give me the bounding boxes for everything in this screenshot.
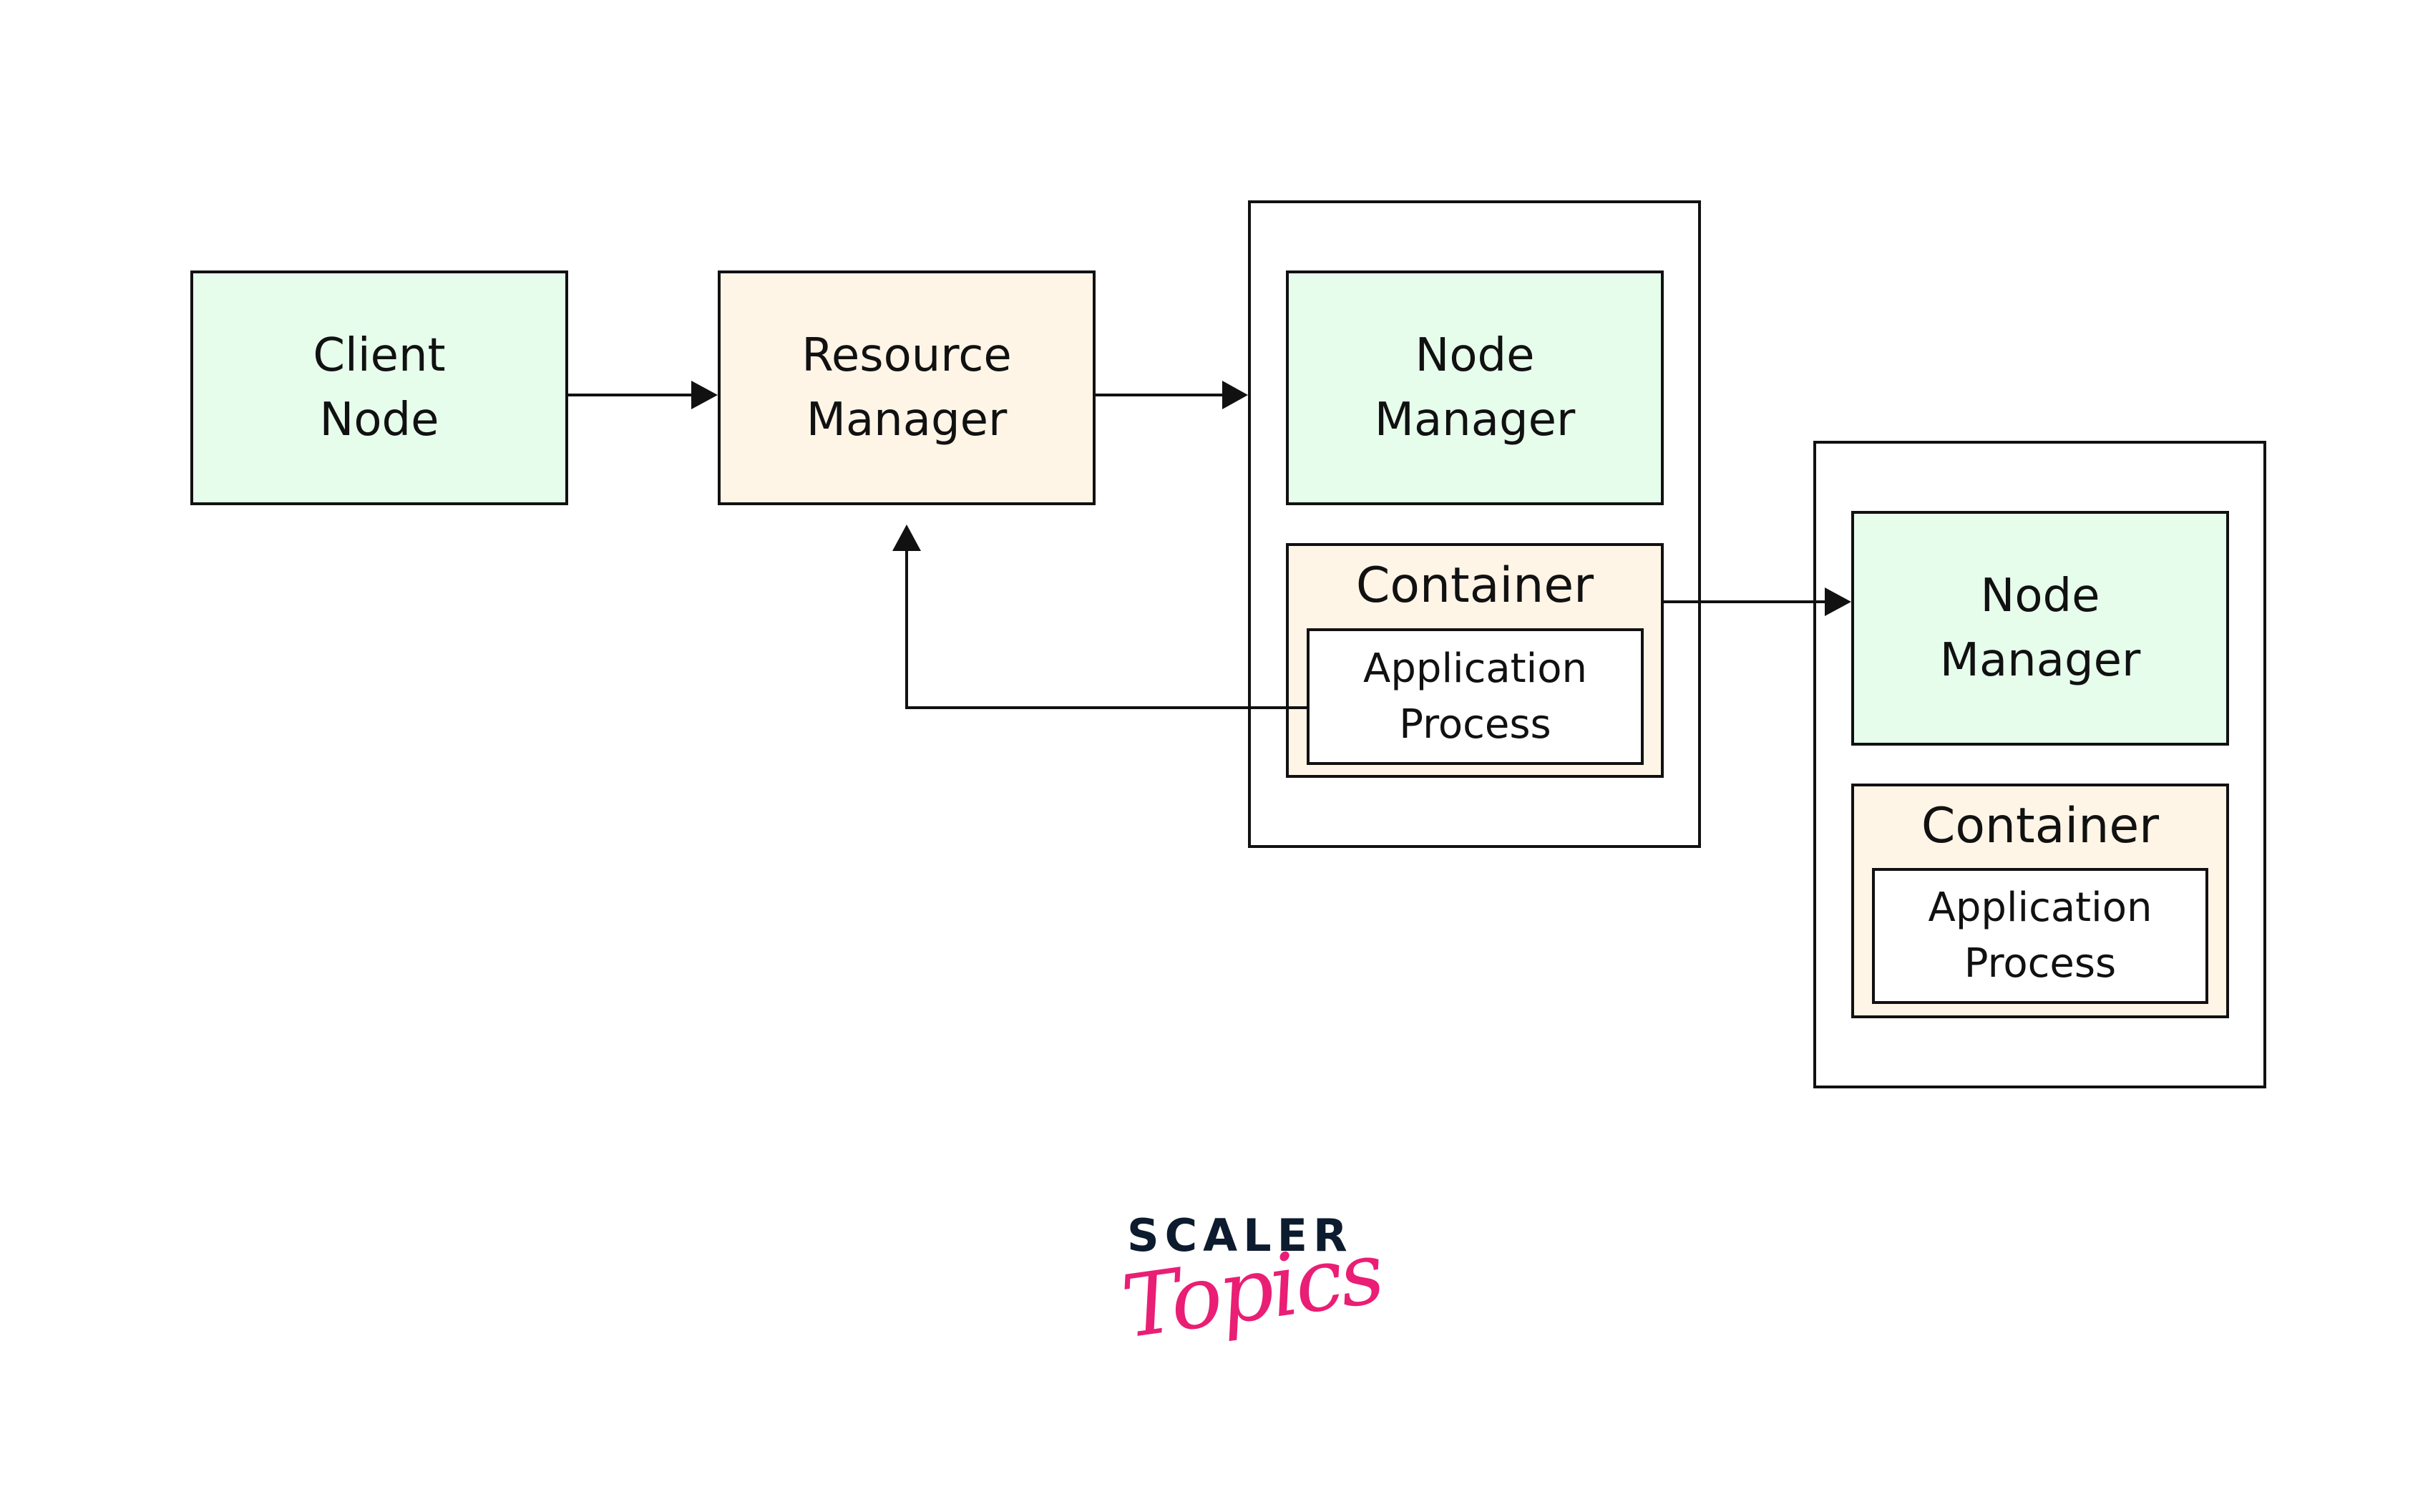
- client-node: Client Node: [190, 270, 568, 505]
- container-1-label: Container: [1355, 557, 1594, 614]
- container-2-label: Container: [1921, 798, 2160, 854]
- node-manager-2-label: Node Manager: [1939, 570, 2141, 687]
- scaler-topics-logo: SCALER Topics: [1116, 1209, 1388, 1388]
- node-manager-2: Node Manager: [1851, 511, 2229, 746]
- node-manager-1: Node Manager: [1286, 270, 1664, 505]
- node-manager-1-label: Node Manager: [1374, 329, 1576, 447]
- node-group-2-frame: [1813, 441, 2266, 1088]
- node-group-1-frame: [1248, 200, 1701, 848]
- edge-app-process-to-rm: [905, 551, 1307, 709]
- arrowhead-up-to-rm: [892, 525, 921, 551]
- application-process-2: Application Process: [1872, 868, 2208, 1004]
- resource-manager: Resource Manager: [718, 270, 1096, 505]
- client-node-label: Client Node: [313, 329, 446, 447]
- arrowhead-to-node-group-1: [1222, 381, 1248, 409]
- resource-manager-label: Resource Manager: [801, 329, 1012, 447]
- logo-brand-text: SCALER: [1127, 1209, 1353, 1262]
- arrowhead-to-rm: [691, 381, 718, 409]
- application-process-1: Application Process: [1307, 628, 1644, 765]
